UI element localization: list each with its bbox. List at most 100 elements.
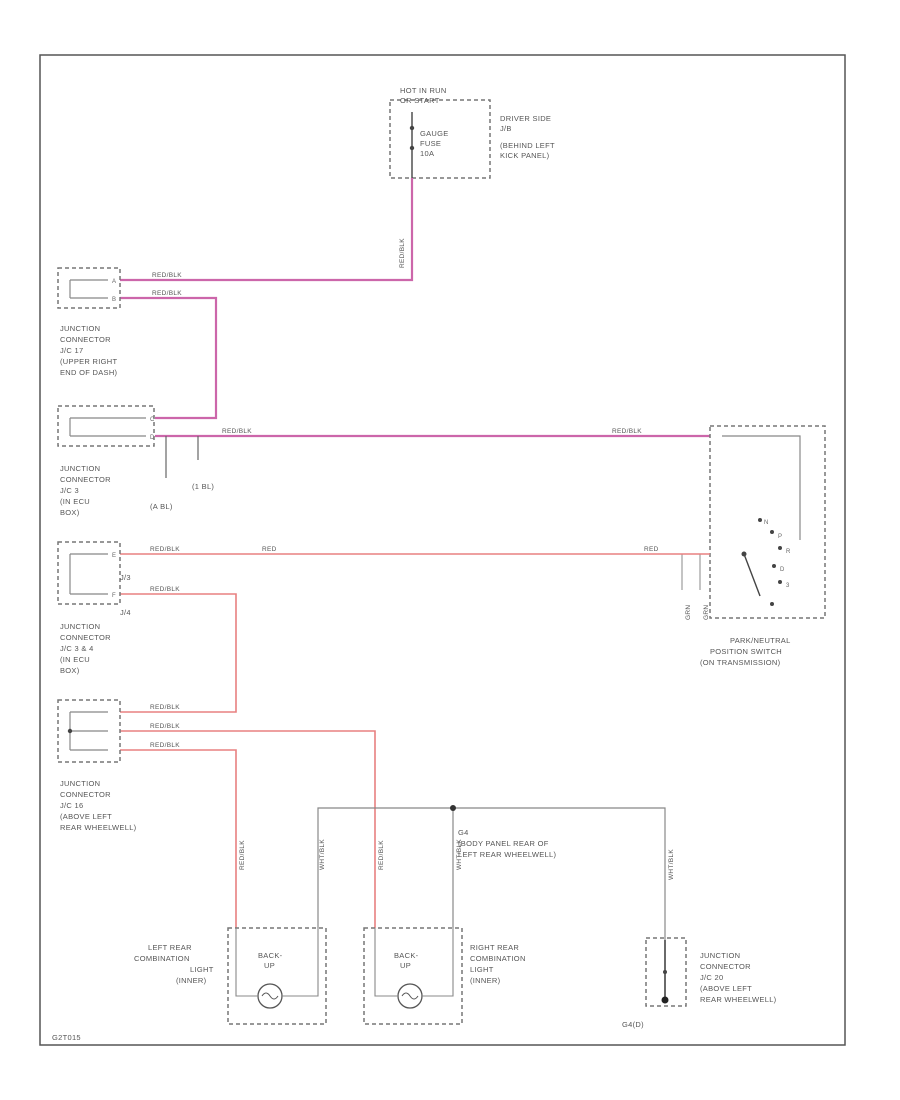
- fuse-terminal-top: [409, 125, 415, 131]
- ground-label-3: LEFT REAR WHEELWELL): [458, 850, 556, 859]
- ground-splice: [450, 805, 456, 811]
- wire-label-jc17-bottom: RED/BLK: [152, 290, 182, 297]
- jc34-pin-f: F: [112, 593, 116, 599]
- jc20-label-5: REAR WHEELWELL): [700, 995, 777, 1004]
- jc34-pin-e: E: [112, 553, 116, 559]
- switch-label-1: PARK/NEUTRAL: [730, 636, 791, 645]
- jc34-j4-label: J/4: [120, 608, 131, 617]
- left-light-label-3: LIGHT: [190, 965, 214, 974]
- right-light-label-3: LIGHT: [470, 965, 494, 974]
- wire-label-red-mid: RED: [262, 546, 277, 553]
- wire-jc16-to-right-light: [120, 730, 376, 928]
- right-backup-label-1: BACK-: [394, 951, 419, 960]
- fuse-terminal-bottom: [409, 145, 415, 151]
- fuse-label-3: 10A: [420, 149, 434, 158]
- wire-label-jc20: WHT/BLK: [668, 849, 675, 880]
- jc16-label-1: JUNCTION: [60, 779, 100, 788]
- left-backup-label-1: BACK-: [258, 951, 283, 960]
- jc3-ref-b: (1 BL): [192, 482, 214, 491]
- fuse-hot-label-2: OR START: [400, 96, 440, 105]
- fuse-box: HOT IN RUN OR START GAUGE FUSE 10A DRIVE…: [389, 86, 555, 179]
- jc20-label-1: JUNCTION: [700, 951, 740, 960]
- jc17-label-3: J/C 17: [60, 346, 83, 355]
- jc17-label-2: CONNECTOR: [60, 335, 111, 344]
- diagram-frame: [39, 54, 846, 1046]
- switch-label-2: POSITION SWITCH: [710, 647, 782, 656]
- wire-jc17-to-jc3: [120, 296, 218, 420]
- jc16-label-3: J/C 16: [60, 801, 83, 810]
- wire-fuse-to-jc17: [120, 178, 414, 282]
- wire-label-jc3-out: RED/BLK: [222, 428, 252, 435]
- fuse-location-4: KICK PANEL): [500, 151, 550, 160]
- wire-label-right-ground: WHT/BLK: [456, 839, 463, 870]
- wire-label-right-light: RED/BLK: [378, 840, 385, 870]
- junction-connector-jc3: C D (A BL) (1 BL) JUNCTION CONNECTOR J/C…: [57, 405, 214, 517]
- jc20-ground-icon: [661, 996, 669, 1004]
- left-rear-combination-light: BACK- UP LEFT REAR COMBINATION LIGHT (IN…: [134, 927, 327, 1025]
- wire-label-fuse-out: RED/BLK: [399, 238, 406, 268]
- jc17-pin-b: B: [112, 297, 116, 303]
- fuse-location-2: J/B: [500, 124, 512, 133]
- diagram-code: G2T015: [52, 1033, 81, 1042]
- jc17-label-5: END OF DASH): [60, 368, 118, 377]
- ground-label-2: (BODY PANEL REAR OF: [458, 839, 549, 848]
- jc34-j3-label: J/3: [120, 573, 131, 582]
- wire-label-jc34-top: RED/BLK: [150, 546, 180, 553]
- jc17-label-4: (UPPER RIGHT: [60, 357, 117, 366]
- switch-pin-3: 3: [786, 583, 790, 589]
- fuse-location-3: (BEHIND LEFT: [500, 141, 555, 150]
- jc3-pin-c: C: [150, 417, 155, 423]
- switch-pin-p: P: [778, 534, 782, 540]
- ground-wires: [317, 805, 666, 940]
- jc34-label-5: BOX): [60, 666, 80, 675]
- left-backup-label-2: UP: [264, 961, 275, 970]
- jc34-label-3: J/C 3 & 4: [60, 644, 94, 653]
- red-wires: [120, 553, 710, 928]
- switch-pin-r: R: [786, 549, 791, 555]
- jc20-label-4: (ABOVE LEFT: [700, 984, 752, 993]
- jc20-label-2: CONNECTOR: [700, 962, 751, 971]
- junction-connector-jc34: E F J/3 J/4 JUNCTION CONNECTOR J/C 3 & 4…: [57, 541, 131, 675]
- jc3-label-2: CONNECTOR: [60, 475, 111, 484]
- jc3-label-3: J/C 3: [60, 486, 79, 495]
- wire-label-jc16-a: RED/BLK: [150, 704, 180, 711]
- wire-jc16-to-left-light: [120, 749, 237, 928]
- switch-lead-label-1: GRN: [685, 605, 692, 620]
- pink-wires: [120, 178, 710, 438]
- jc17-pin-a: A: [112, 279, 116, 285]
- wire-label-left-light: RED/BLK: [239, 840, 246, 870]
- jc34-label-4: (IN ECU: [60, 655, 90, 664]
- wire-label-jc34-bottom: RED/BLK: [150, 586, 180, 593]
- jc16-label-5: REAR WHEELWELL): [60, 823, 137, 832]
- jc3-pin-d: D: [150, 435, 155, 441]
- left-light-label-1: LEFT REAR: [148, 943, 192, 952]
- fuse-location-1: DRIVER SIDE: [500, 114, 551, 123]
- jc34-label-1: JUNCTION: [60, 622, 100, 631]
- jc16-label-4: (ABOVE LEFT: [60, 812, 112, 821]
- junction-connector-jc20: JUNCTION CONNECTOR J/C 20 (ABOVE LEFT RE…: [622, 937, 777, 1029]
- switch-pin-n: N: [764, 520, 768, 526]
- switch-pin-d: D: [780, 567, 785, 573]
- wire-label-red-switch: RED: [644, 546, 659, 553]
- jc34-label-2: CONNECTOR: [60, 633, 111, 642]
- jc3-label-5: BOX): [60, 508, 80, 517]
- wire-label-switch-in: RED/BLK: [612, 428, 642, 435]
- wire-jc34-to-jc16: [120, 593, 237, 713]
- wire-label-jc16-b: RED/BLK: [150, 723, 180, 730]
- junction-connector-jc16: JUNCTION CONNECTOR J/C 16 (ABOVE LEFT RE…: [57, 699, 137, 832]
- jc3-ref-a: (A BL): [150, 502, 173, 511]
- left-light-label-2: COMBINATION: [134, 954, 190, 963]
- park-neutral-position-switch: N P R D 3 PARK/NEUTRAL POSITION SWITCH (…: [681, 425, 826, 667]
- jc16-label-2: CONNECTOR: [60, 790, 111, 799]
- left-light-label-4: (INNER): [176, 976, 207, 985]
- right-backup-label-2: UP: [400, 961, 411, 970]
- jc3-label-4: (IN ECU: [60, 497, 90, 506]
- wire-label-jc17-top: RED/BLK: [152, 272, 182, 279]
- switch-lead-label-2: GRN: [703, 605, 710, 620]
- wire-label-jc16-c: RED/BLK: [150, 742, 180, 749]
- right-light-label-2: COMBINATION: [470, 954, 526, 963]
- junction-connector-jc17: A B JUNCTION CONNECTOR J/C 17 (UPPER RIG…: [57, 267, 121, 377]
- jc20-label-3: J/C 20: [700, 973, 723, 982]
- right-rear-combination-light: BACK- UP RIGHT REAR COMBINATION LIGHT (I…: [363, 927, 526, 1025]
